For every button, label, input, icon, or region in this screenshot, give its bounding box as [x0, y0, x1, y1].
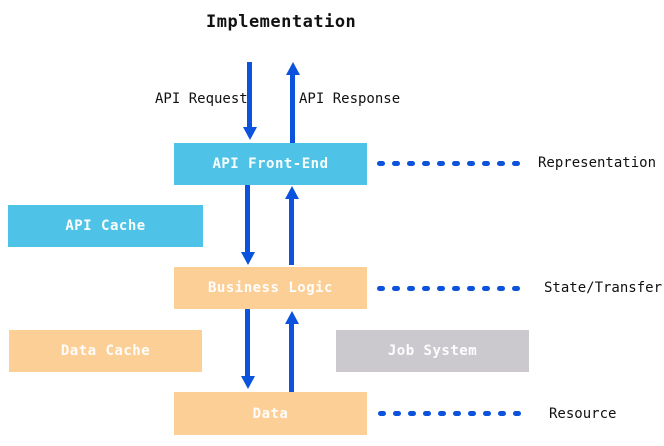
side-box-label: Data Cache [60, 343, 151, 359]
dash-segment [467, 286, 475, 291]
side-box-label: Job System [387, 343, 478, 359]
request-arrow-line-3 [245, 309, 250, 376]
request-arrowhead-icon-3 [241, 376, 255, 389]
response-arrow-line-2 [289, 199, 294, 265]
side-box-label: API Cache [65, 218, 146, 234]
dash-segment [482, 286, 490, 291]
annotation-resource: Resource [549, 406, 617, 422]
diagram-title: Implementation [206, 12, 357, 32]
layer-box-data: Data [174, 392, 367, 435]
layer-box-api-front-end: API Front-End [174, 143, 367, 185]
side-box-data-cache: Data Cache [9, 330, 202, 372]
response-arrowhead-icon-1 [286, 62, 300, 75]
response-arrowhead-icon-3 [285, 311, 299, 324]
dash-segment [467, 161, 475, 166]
dash-segment [392, 286, 400, 291]
layer-box-label: Business Logic [207, 280, 333, 296]
dash-segment [437, 286, 445, 291]
side-box-api-cache: API Cache [8, 205, 203, 247]
dash-segment [407, 286, 415, 291]
dash-segment [423, 411, 431, 416]
response-arrowhead-icon-2 [285, 186, 299, 199]
request-arrow-line-1 [247, 62, 252, 127]
request-arrowhead-icon-1 [243, 127, 257, 140]
dash-segment [377, 286, 385, 291]
dash-segment [438, 411, 446, 416]
dash-segment [377, 161, 385, 166]
api-response-label: API Response [299, 91, 401, 107]
request-arrowhead-icon-2 [241, 252, 255, 265]
dash-segment [468, 411, 476, 416]
dash-segment [393, 411, 401, 416]
side-box-job-system: Job System [336, 330, 529, 372]
response-arrow-line-3 [289, 324, 294, 392]
annotation-state-transfer: State/Transfer [544, 280, 663, 296]
response-arrow-line-1 [290, 75, 295, 143]
layer-box-label: API Front-End [212, 156, 329, 172]
dash-segment [483, 411, 491, 416]
dash-segment [392, 161, 400, 166]
dash-segment [407, 161, 415, 166]
dash-segment [437, 161, 445, 166]
dash-segment [422, 161, 430, 166]
dash-segment [497, 286, 505, 291]
dashed-connector-resource [378, 411, 521, 416]
dash-segment [498, 411, 506, 416]
api-request-label: API Request [155, 91, 248, 107]
dash-segment [453, 411, 461, 416]
dash-segment [452, 286, 460, 291]
dash-segment [482, 161, 490, 166]
dash-segment [512, 286, 520, 291]
dashed-connector-state-transfer [377, 286, 520, 291]
dash-segment [422, 286, 430, 291]
dash-segment [378, 411, 386, 416]
dash-segment [452, 161, 460, 166]
annotation-representation: Representation [538, 155, 657, 171]
dash-segment [512, 161, 520, 166]
dash-segment [408, 411, 416, 416]
request-arrow-line-2 [245, 185, 250, 252]
layer-box-label: Data [252, 405, 289, 422]
dash-segment [513, 411, 521, 416]
dashed-connector-representation [377, 161, 520, 166]
layer-box-business-logic: Business Logic [174, 267, 367, 309]
dash-segment [497, 161, 505, 166]
